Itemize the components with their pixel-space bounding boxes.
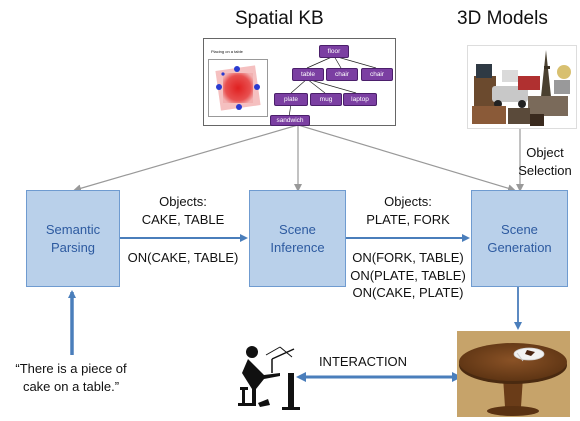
generated-scene-image [457, 331, 570, 417]
kb-mini-caption: Placing on a table [211, 49, 243, 54]
semantic-parsing-label-line1: Semantic [45, 221, 101, 237]
kb-placement-heatmap: Placing on a table [208, 49, 268, 117]
kb-node-table: table [292, 68, 324, 81]
quote-line1: “There is a piece of [15, 361, 127, 376]
objects-label-1-items: CAKE, TABLE [141, 211, 225, 227]
objects-label-1: Objects: CAKE, TABLE [131, 193, 235, 228]
3d-models-collage [467, 45, 577, 129]
kb-node-chair: chair [326, 68, 358, 81]
scene-inference-label-line2: Inference [270, 239, 325, 255]
spatial-kb-heading: Spatial KB [235, 8, 324, 29]
relation-fork-table: ON(FORK, TABLE) [352, 250, 464, 265]
relation-cake-plate: ON(CAKE, PLATE) [352, 285, 464, 301]
kb-to-generation-arrow [297, 124, 516, 193]
3d-models-heading: 3D Models [457, 8, 548, 29]
objects-label-2-items: PLATE, FORK [366, 211, 450, 227]
relations-label-2: ON(FORK, TABLE) ON(PLATE, TABLE) ON(CAKE… [346, 249, 470, 302]
quote-line2: cake on a table.” [22, 378, 120, 394]
input-sentence-quote: “There is a piece of cake on a table.” [6, 360, 136, 395]
kb-node-sandwich: sandwich [270, 115, 310, 126]
objects-label-2-title: Objects: [384, 194, 432, 209]
kb-node-mug: mug [310, 93, 342, 106]
kb-graph-edges [288, 55, 377, 118]
object-selection-label: Object Selection [514, 144, 576, 179]
relation-plate-table: ON(PLATE, TABLE) [350, 267, 466, 283]
spatial-kb-graph: floor table chair chair plate mug laptop… [203, 38, 396, 126]
kb-to-parsing-arrow [73, 124, 299, 193]
object-selection-line2: Selection [518, 162, 572, 178]
kb-node-chair: chair [361, 68, 393, 81]
kb-node-plate: plate [274, 93, 308, 106]
semantic-parsing-label-line2: Parsing [50, 239, 96, 255]
objects-label-1-title: Objects: [159, 194, 207, 209]
scene-generation-label-line1: Scene [501, 221, 538, 237]
kb-node-laptop: laptop [343, 93, 377, 106]
interaction-label: INTERACTION [318, 354, 408, 369]
object-selection-line1: Object [526, 145, 564, 160]
objects-label-2: Objects: PLATE, FORK [356, 193, 460, 228]
scene-inference-label-line1: Scene [279, 221, 316, 237]
kb-node-floor: floor [319, 45, 349, 58]
user-at-computer-icon [238, 346, 300, 410]
scene-generation-label-line2: Generation [487, 239, 552, 255]
relation-label-1: ON(CAKE, TABLE) [127, 250, 239, 265]
